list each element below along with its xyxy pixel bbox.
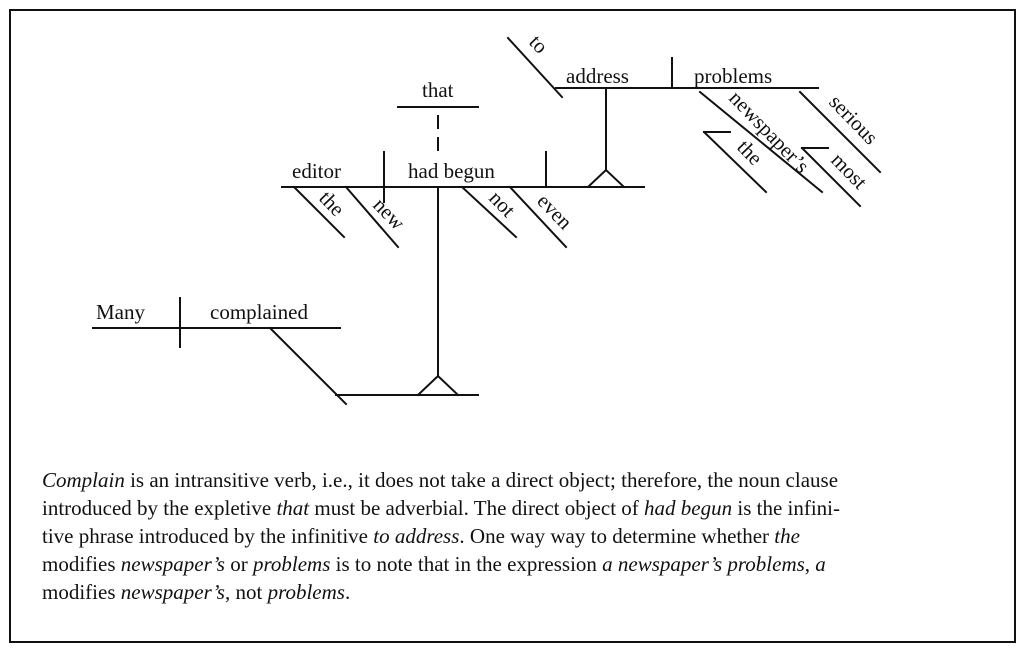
- sentence-diagram: Many complained that editor had begun to…: [92, 30, 883, 406]
- caption-emphasis: a newspaper’s problems: [602, 552, 805, 576]
- caption-text: modifies: [42, 580, 121, 604]
- word-serious: serious: [824, 90, 883, 149]
- modifier-line-the-1: [292, 185, 346, 239]
- infinitive-pedestal: [586, 168, 626, 189]
- caption-text: ,: [804, 552, 816, 576]
- caption-line: Complain is an intransitive verb, i.e., …: [42, 466, 977, 494]
- word-the-1: the: [314, 186, 349, 221]
- word-that: that: [422, 78, 454, 102]
- caption-emphasis: the: [774, 524, 800, 548]
- caption-emphasis: Complain: [42, 468, 125, 492]
- caption-emphasis: a: [815, 552, 826, 576]
- word-new: new: [368, 193, 410, 235]
- caption-line: introduced by the expletive that must be…: [42, 494, 977, 522]
- caption-text: introduced by the expletive: [42, 496, 277, 520]
- modifier-line-newspapers: [698, 90, 824, 194]
- caption-line: modifies newspaper’s or problems is to n…: [42, 550, 977, 578]
- word-had-begun: had begun: [408, 159, 495, 183]
- caption-emphasis: problems: [252, 552, 331, 576]
- word-problems: problems: [694, 64, 772, 88]
- caption-text: .: [344, 580, 351, 604]
- caption-emphasis: newspaper’s: [120, 552, 225, 576]
- caption-emphasis: problems: [267, 580, 345, 604]
- caption-text: tive phrase introduced by the infinitive: [42, 524, 374, 548]
- caption-text: , not: [224, 580, 268, 604]
- caption-line: tive phrase introduced by the infinitive…: [42, 522, 977, 550]
- caption-line: modifies newspaper’s, not problems.: [42, 578, 977, 606]
- word-many: Many: [96, 300, 145, 324]
- word-complained: complained: [210, 300, 308, 324]
- modifier-line-new: [344, 185, 400, 249]
- caption-text: modifies: [42, 552, 121, 576]
- caption-text: is to note that in the expression: [330, 552, 603, 576]
- modifier-line-the-2: [702, 130, 768, 194]
- word-most: most: [826, 148, 872, 194]
- caption-emphasis: had begun: [644, 496, 733, 520]
- word-editor: editor: [292, 159, 341, 183]
- word-to: to: [524, 30, 553, 58]
- caption-emphasis: newspaper’s: [120, 580, 225, 604]
- to-slant: [506, 36, 564, 99]
- caption-text: or: [224, 552, 253, 576]
- word-even: even: [532, 189, 577, 235]
- adverbial-slant: [268, 326, 348, 406]
- modifier-line-not: [460, 185, 518, 239]
- modifier-line-even: [508, 185, 568, 249]
- clause-pedestal-lower: [416, 374, 460, 397]
- modifier-line-serious: [798, 90, 882, 174]
- caption-text: is an intransitive verb, i.e., it does n…: [124, 468, 839, 492]
- caption-text: . One way way to determine whether: [459, 524, 775, 548]
- word-address: address: [566, 64, 629, 88]
- caption-text: must be adverbial. The direct object of: [309, 496, 645, 520]
- figure-frame: [9, 9, 1016, 643]
- caption-emphasis: that: [276, 496, 310, 520]
- modifier-line-most: [800, 146, 862, 208]
- caption-emphasis: to address: [373, 524, 460, 548]
- caption-text: is the infini-: [732, 496, 841, 520]
- diagram-caption: Complain is an intransitive verb, i.e., …: [42, 466, 977, 606]
